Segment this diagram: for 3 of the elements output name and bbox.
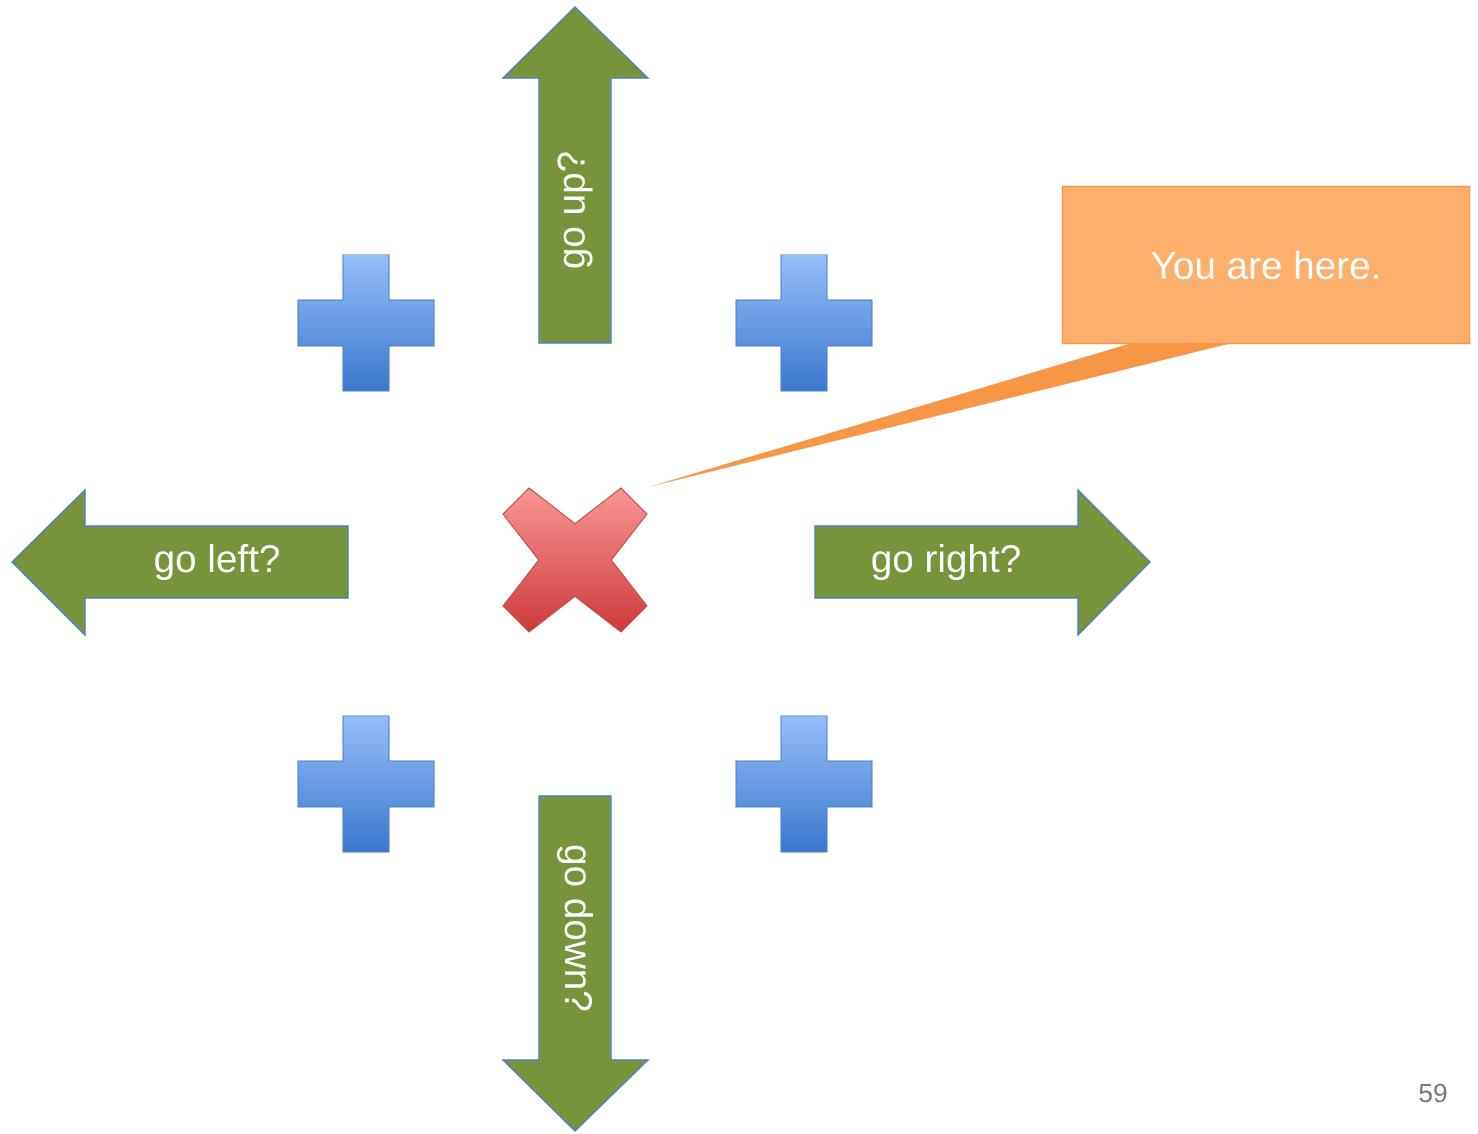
page-number: 59	[1419, 1083, 1447, 1103]
callout-box: You are here.	[1061, 185, 1471, 345]
cross-mark	[502, 487, 648, 633]
